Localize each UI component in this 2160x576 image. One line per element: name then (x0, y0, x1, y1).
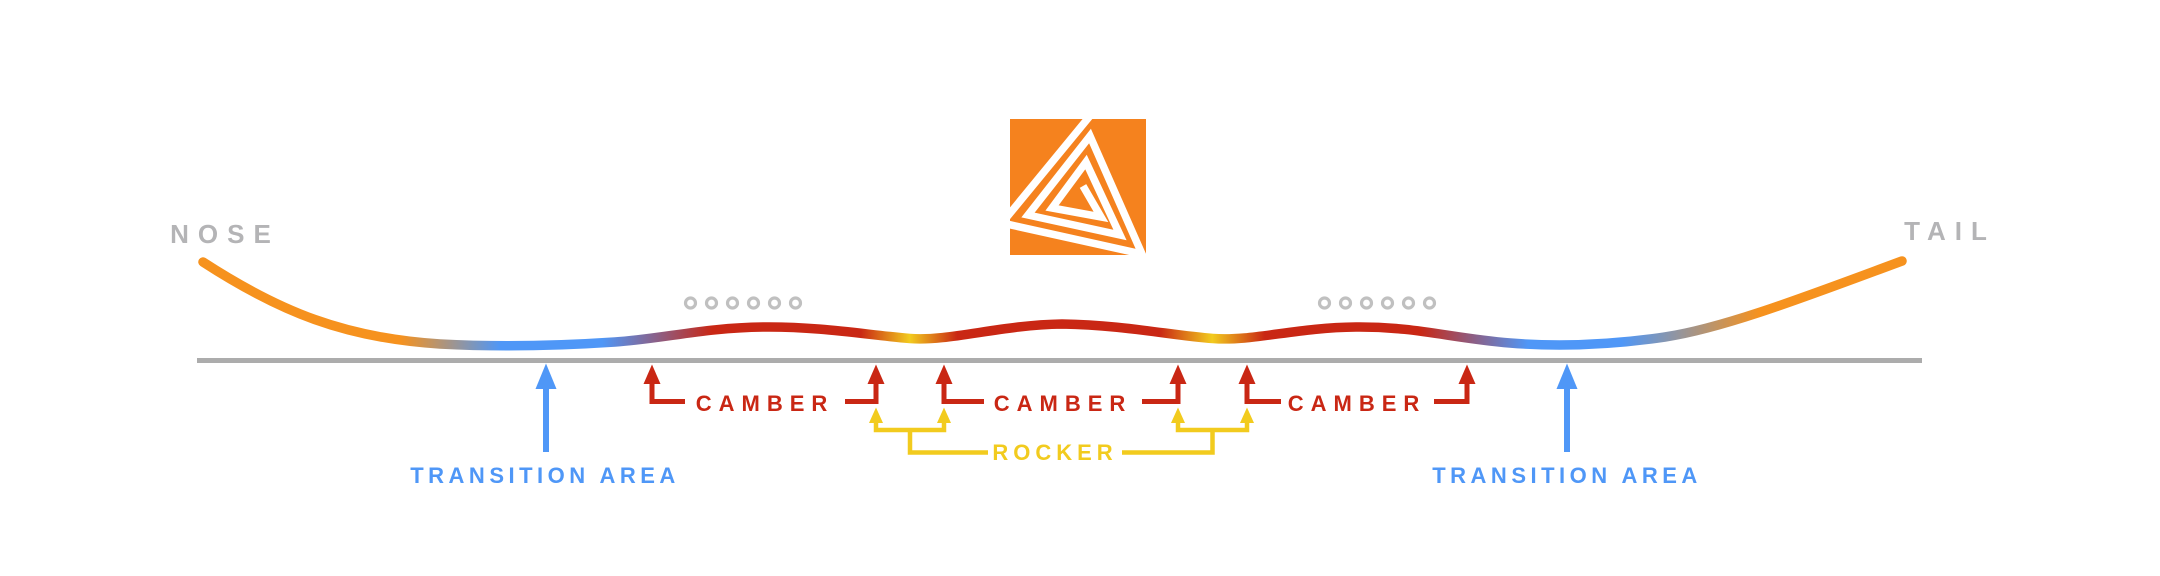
insert-dots-right (1317, 296, 1437, 310)
insert-dots-left (683, 296, 803, 310)
camber-arrow-6 (1434, 364, 1476, 404)
rocker-bracket-right (1122, 407, 1254, 455)
camber-arrow-1 (643, 364, 685, 404)
rocker-label: ROCKER (992, 440, 1118, 465)
transition-arrow-left (535, 363, 557, 452)
tail-label: TAIL (1904, 216, 1996, 246)
brand-logo (1010, 119, 1146, 255)
triangle-spiral-icon (1010, 119, 1146, 255)
rocker-bracket-left (869, 407, 988, 455)
transition-area-label-left: TRANSITION AREA (410, 463, 680, 488)
camber-arrow-3 (935, 364, 984, 404)
camber-label-right: CAMBER (1287, 391, 1427, 416)
board-profile-curve (198, 256, 1907, 351)
camber-arrow-4 (1142, 364, 1187, 404)
camber-label-left: CAMBER (695, 391, 835, 416)
transition-arrow-right (1556, 363, 1578, 452)
camber-label-center: CAMBER (993, 391, 1133, 416)
camber-arrow-2 (845, 364, 885, 404)
camber-arrow-5 (1238, 364, 1281, 404)
nose-label: NOSE (170, 219, 280, 249)
transition-area-label-right: TRANSITION AREA (1432, 463, 1702, 488)
